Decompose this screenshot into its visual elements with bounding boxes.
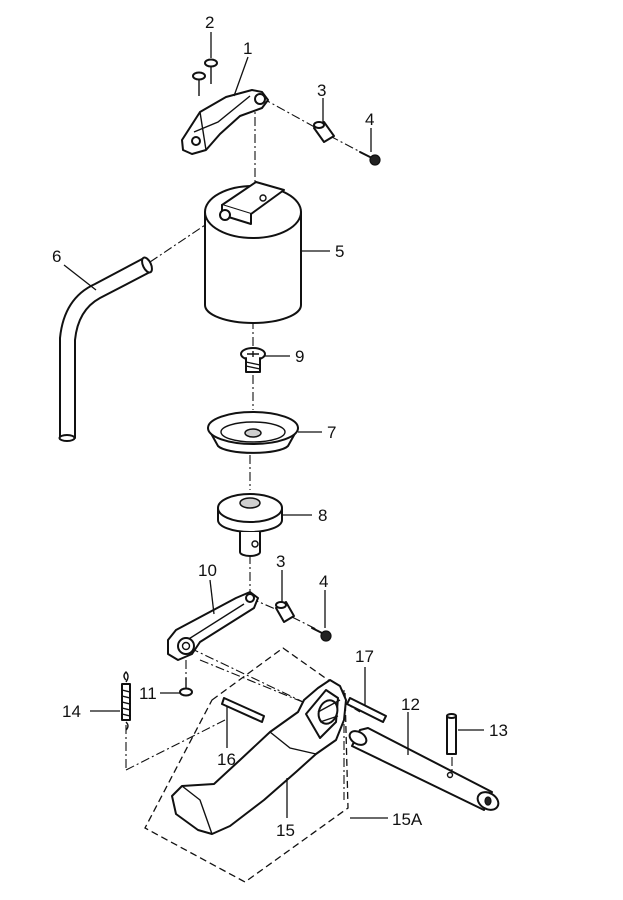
label-part-2: 2 xyxy=(205,13,214,32)
label-part-10: 10 xyxy=(198,561,217,580)
upper-link-bracket xyxy=(181,89,269,155)
pin-17 xyxy=(346,697,387,723)
small-screw xyxy=(179,678,193,697)
dowel-pin xyxy=(446,713,457,755)
label-part-17: 17 xyxy=(355,647,374,666)
shaft xyxy=(348,727,500,811)
cup-washer xyxy=(207,411,299,454)
lower-bushing xyxy=(275,601,295,623)
label-part-16: 16 xyxy=(217,750,236,769)
cylinder-housing xyxy=(204,181,302,324)
pin-16 xyxy=(221,697,265,723)
label-part-9: 9 xyxy=(295,347,304,366)
label-part-4-upper: 4 xyxy=(365,110,374,129)
label-part-3-lower: 3 xyxy=(276,552,285,571)
label-part-15a: 15A xyxy=(392,810,423,829)
label-part-5: 5 xyxy=(335,242,344,261)
part-labels: 1 2 3 4 5 6 9 7 8 10 3 4 17 11 12 14 13 … xyxy=(52,13,508,840)
label-part-8: 8 xyxy=(318,506,327,525)
lower-link xyxy=(167,591,259,661)
label-part-12: 12 xyxy=(401,695,420,714)
label-part-4-lower: 4 xyxy=(319,572,328,591)
spring xyxy=(121,671,131,731)
label-part-7: 7 xyxy=(327,423,336,442)
piston xyxy=(217,493,283,557)
label-part-3-upper: 3 xyxy=(317,81,326,100)
flat-screw xyxy=(240,347,266,373)
upper-bolt xyxy=(359,151,381,166)
label-part-6: 6 xyxy=(52,247,61,266)
label-part-15: 15 xyxy=(276,821,295,840)
screws-2 xyxy=(192,58,218,96)
label-part-1: 1 xyxy=(243,39,252,58)
label-part-11: 11 xyxy=(139,684,157,703)
assembly-15a-outline xyxy=(144,647,349,883)
lower-bolt xyxy=(311,627,332,642)
upper-bushing xyxy=(313,121,335,143)
bent-rod xyxy=(58,256,153,442)
leader-lines xyxy=(63,32,484,819)
label-part-13: 13 xyxy=(489,721,508,740)
pedal-lever xyxy=(171,679,347,835)
label-part-14: 14 xyxy=(62,702,81,721)
